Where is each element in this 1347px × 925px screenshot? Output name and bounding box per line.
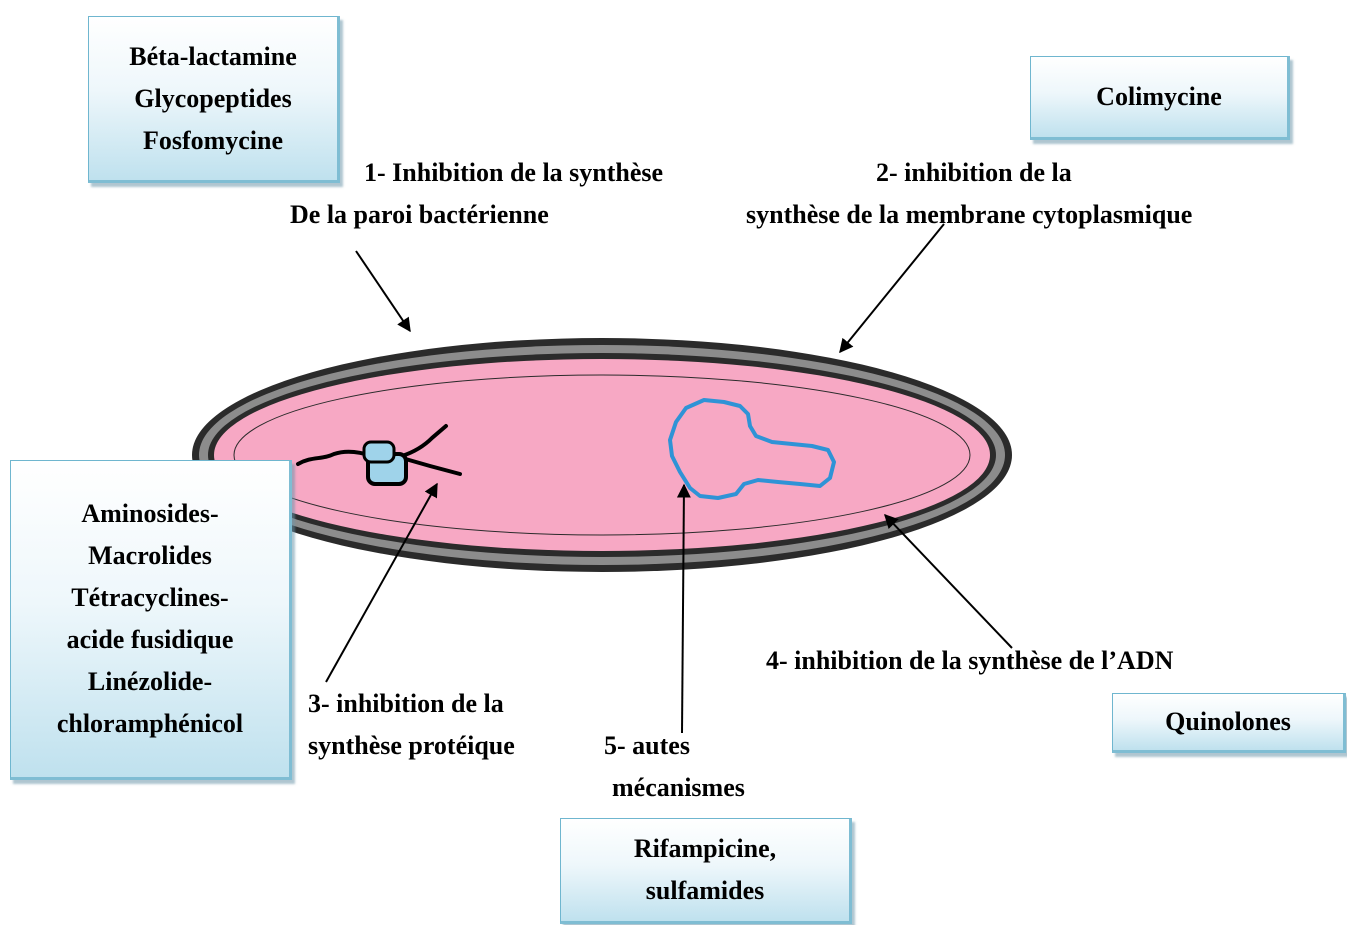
drug-name: Linézolide- — [11, 661, 289, 703]
arrow-membrane — [840, 224, 944, 352]
bacterium-icon — [192, 338, 1012, 572]
mechanism-label-3-line1: 3- inhibition de la — [308, 683, 504, 725]
drug-name: Rifampicine, — [561, 828, 849, 870]
drug-name: Glycopeptides — [89, 78, 337, 120]
mechanism-label-1-line1: 1- Inhibition de la synthèse — [364, 152, 663, 194]
drug-name: Colimycine — [1031, 76, 1287, 118]
drug-name: Béta-lactamine — [89, 36, 337, 78]
drug-box-other: Rifampicine, sulfamides — [560, 818, 852, 924]
drug-box-membrane: Colimycine — [1030, 56, 1290, 140]
drug-name: Quinolones — [1113, 701, 1343, 743]
drug-name: acide fusidique — [11, 619, 289, 661]
arrow-dna-synthesis — [885, 515, 1012, 648]
mechanism-label-2-line2: synthèse de la membrane cytoplasmique — [746, 194, 1192, 236]
drug-box-dna: Quinolones — [1112, 693, 1346, 753]
drug-name: sulfamides — [561, 870, 849, 912]
mechanism-label-5-line2: mécanismes — [612, 767, 745, 809]
drug-name: Fosfomycine — [89, 120, 337, 162]
mechanism-label-1-line2: De la paroi bactérienne — [290, 194, 549, 236]
mechanism-label-3-line2: synthèse protéique — [308, 725, 515, 767]
mechanism-label-2-line1: 2- inhibition de la — [876, 152, 1072, 194]
drug-name: Aminosides- — [11, 493, 289, 535]
arrow-cell-wall — [356, 251, 410, 331]
drug-name: Macrolides — [11, 535, 289, 577]
drug-box-cell-wall: Béta-lactamine Glycopeptides Fosfomycine — [88, 16, 340, 183]
ribosome-small-subunit — [364, 442, 394, 462]
drug-name: Tétracyclines- — [11, 577, 289, 619]
mechanism-label-5-line1: 5- autes — [604, 725, 690, 767]
drug-box-protein: Aminosides- Macrolides Tétracyclines- ac… — [10, 460, 292, 780]
drug-name: chloramphénicol — [11, 703, 289, 745]
mechanism-label-4: 4- inhibition de la synthèse de l’ADN — [766, 640, 1173, 682]
